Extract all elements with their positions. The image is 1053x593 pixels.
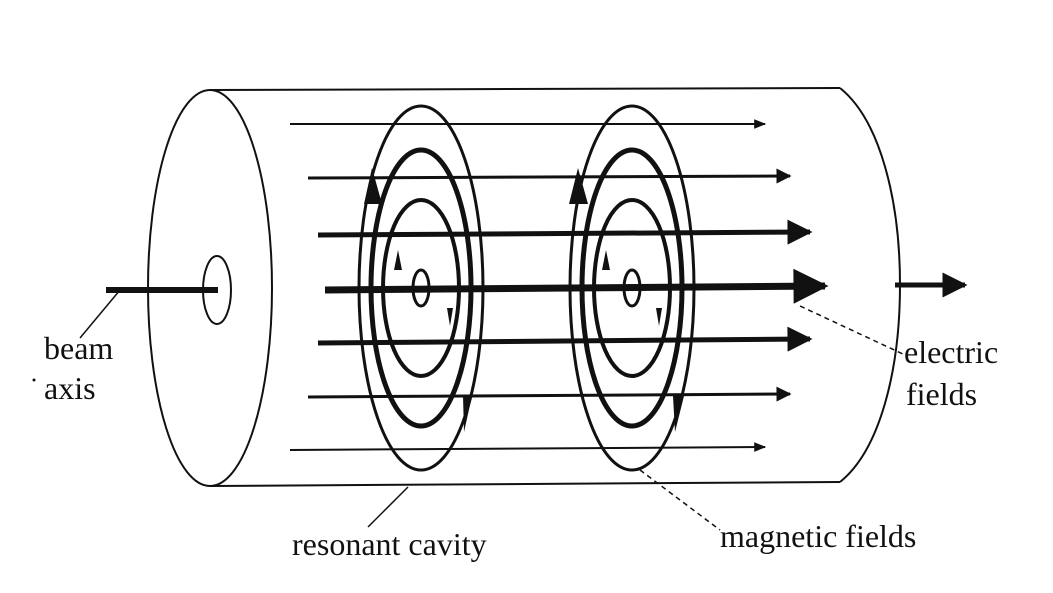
electric-field-line (307, 168, 792, 184)
label-axis: axis (44, 370, 96, 406)
leader-electric-fields (799, 305, 906, 356)
cylinder-bottom-edge (209, 481, 841, 487)
magnetic-loop (579, 147, 685, 429)
magnetic-arrow (656, 308, 662, 326)
leader-resonant-cavity (367, 486, 409, 528)
magnetic-arrow (569, 168, 588, 204)
label-fields: fields (906, 376, 978, 412)
magnetic-arrow (364, 168, 382, 204)
electric-field-lines (289, 119, 829, 452)
stray-mark (32, 378, 36, 382)
electric-field-line (317, 219, 813, 245)
magnetic-loop (411, 268, 431, 308)
magnetic-loop (568, 104, 696, 472)
label-resonant-cavity: resonant cavity (292, 526, 487, 562)
cylinder-top-edge (209, 87, 841, 91)
magnetic-loop (357, 104, 485, 472)
magnetic-arrow (602, 250, 610, 270)
magnetic-loop (368, 147, 474, 429)
magnetic-loop (381, 198, 461, 378)
magnetic-loop (622, 268, 642, 308)
leader-beam-axis (79, 289, 121, 339)
magnetic-arrow (447, 308, 453, 326)
electric-field-line (324, 268, 829, 304)
magnetic-field-loops-left (357, 104, 485, 472)
electric-field-line (307, 386, 792, 402)
electric-field-line (317, 326, 813, 352)
magnetic-arrow (394, 250, 402, 270)
electric-field-line (289, 442, 767, 452)
leader-lines (79, 289, 906, 531)
label-magnetic-fields: magnetic fields (720, 518, 917, 554)
magnetic-loop (592, 198, 672, 378)
magnetic-arrow (463, 396, 472, 432)
leader-magnetic-fields (639, 469, 721, 531)
label-electric: electric (904, 334, 999, 370)
label-beam: beam (44, 330, 114, 366)
magnetic-field-loops-right (568, 104, 696, 472)
magnetic-arrow (673, 396, 684, 432)
cylinder-back-rim (839, 87, 902, 483)
